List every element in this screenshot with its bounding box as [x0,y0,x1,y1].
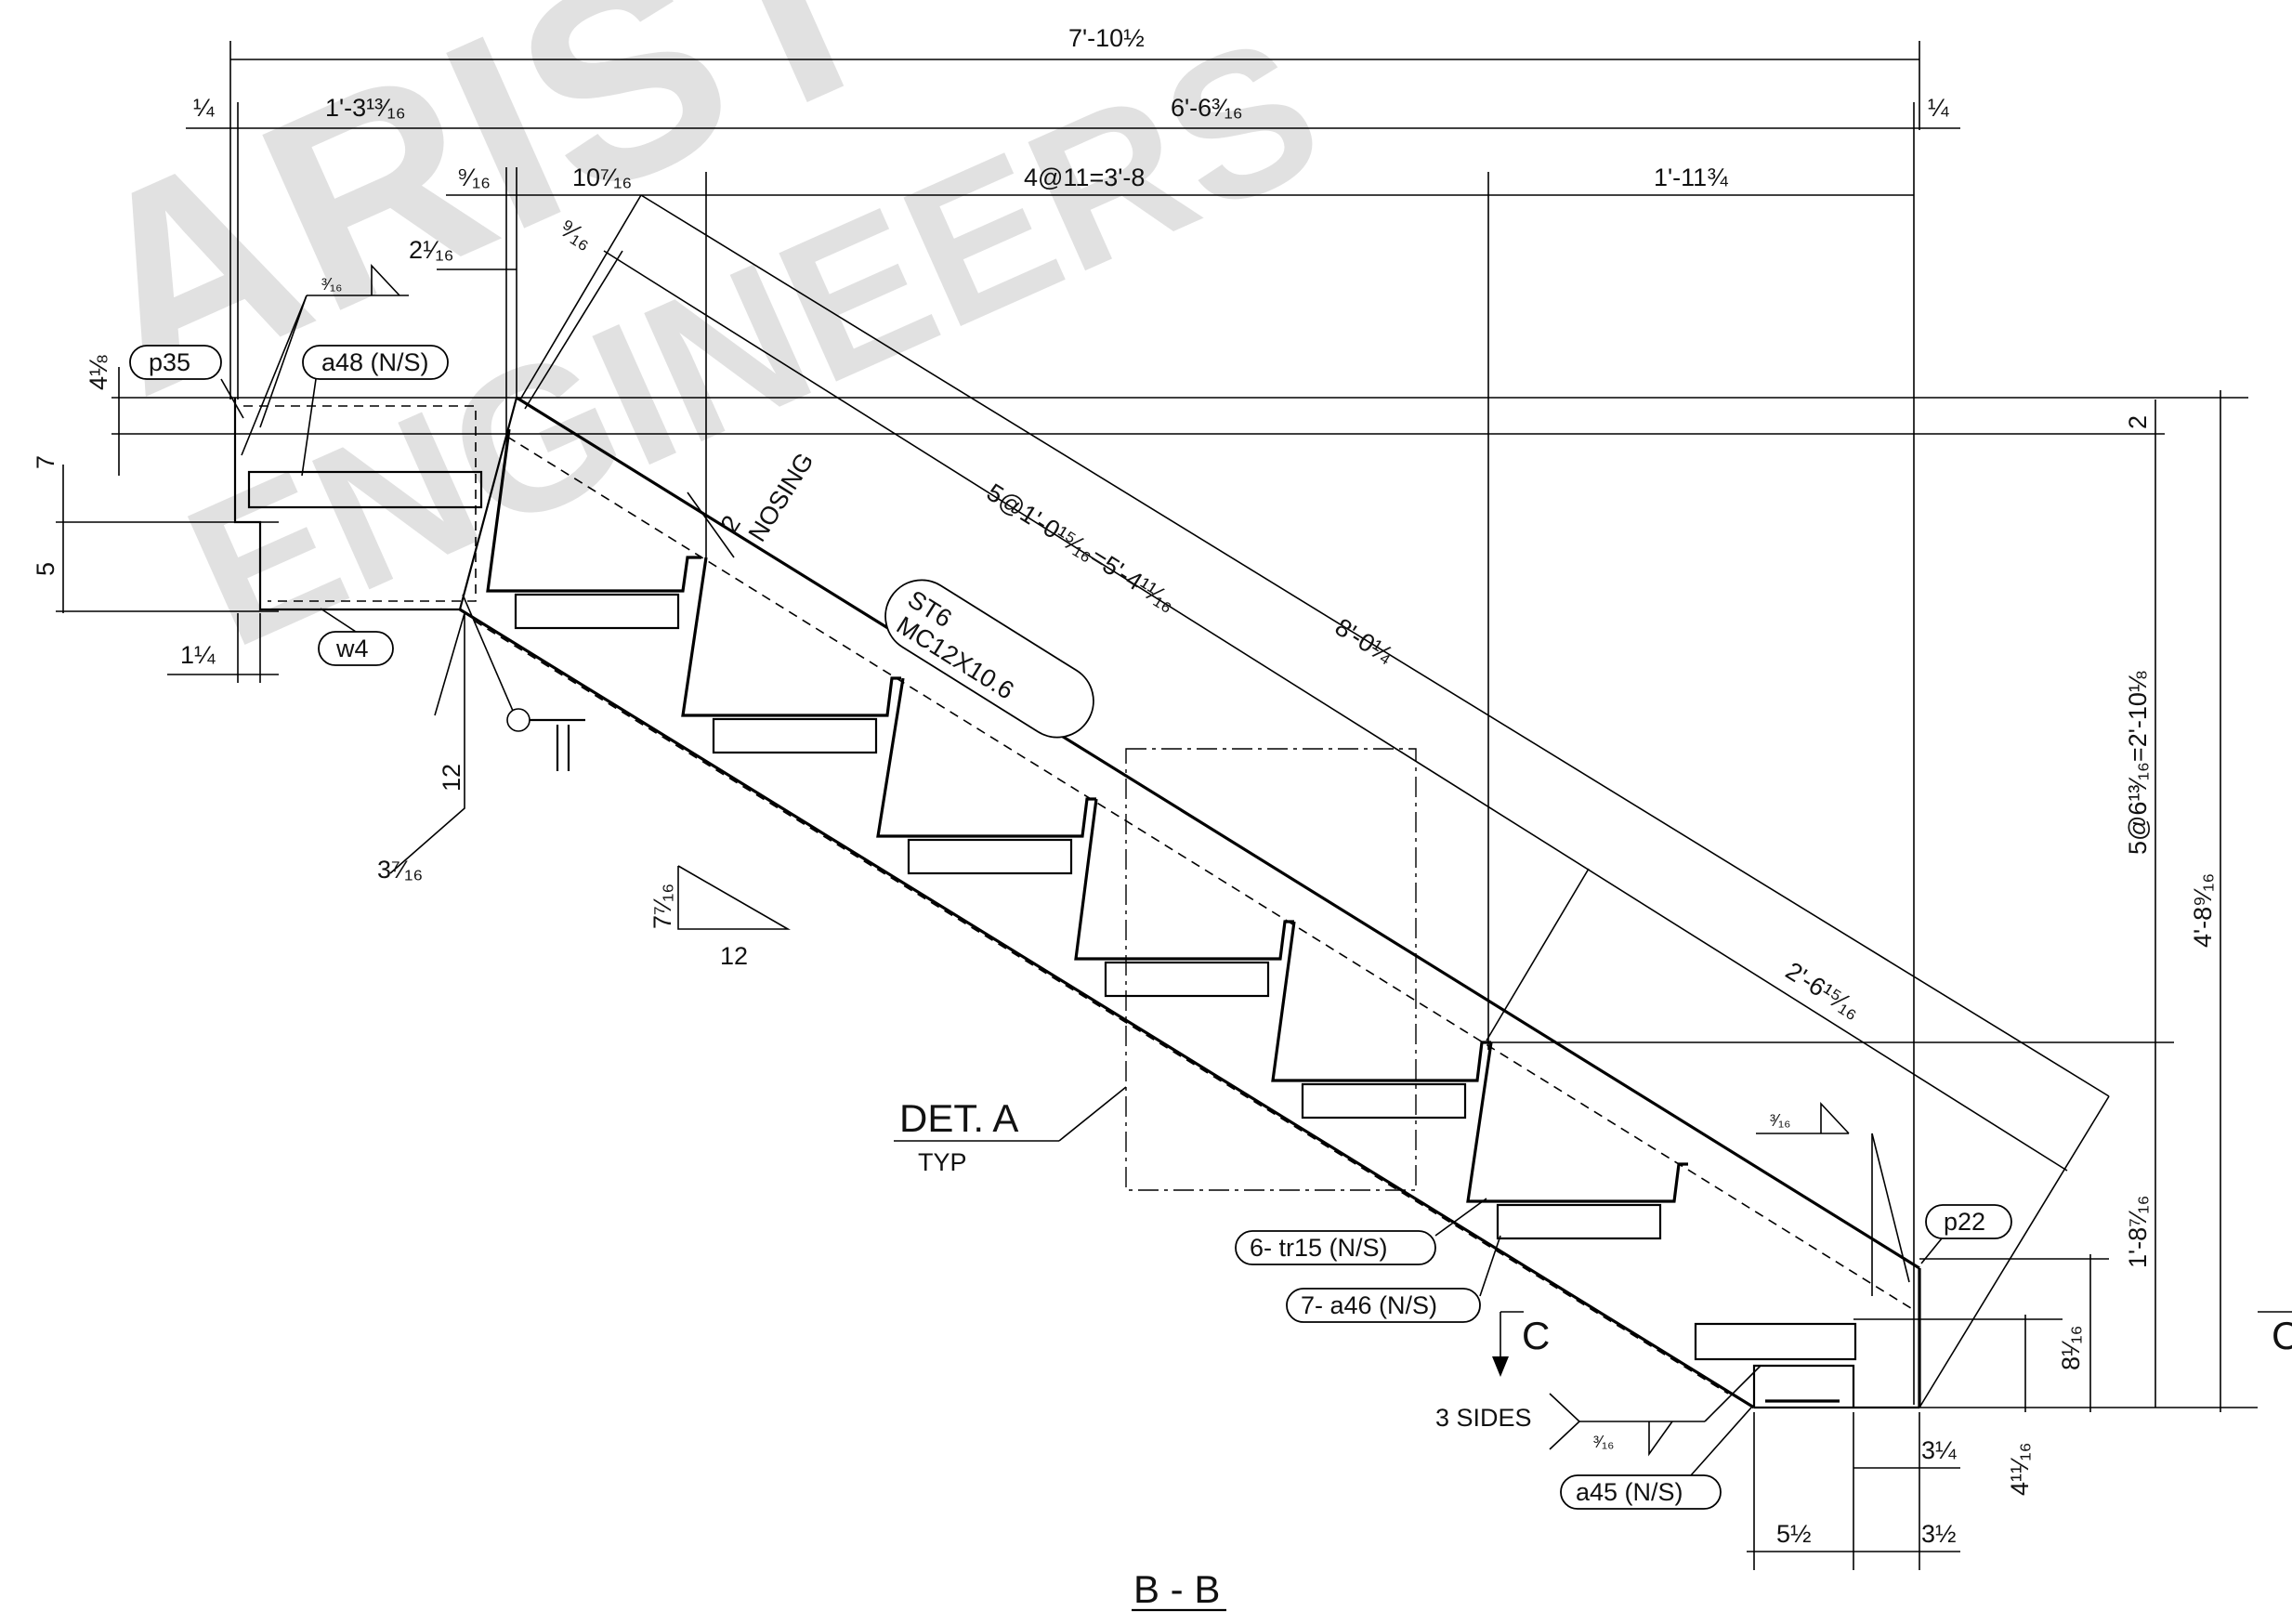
tag-a45-text: a45 (N/S) [1576,1478,1683,1506]
dim-ten716: 10⁷⁄₁₆ [572,164,632,191]
dim-five: 5 [32,562,59,576]
weld-symbol-top: ³⁄₁₆ [241,263,409,456]
slope-triangle-lower: 7⁷⁄₁₆ 12 [648,865,791,970]
dim-slope-run: 12 [720,942,748,970]
tag-w4-text: w4 [335,635,369,662]
dim-nine16: ⁹⁄₁₆ [457,164,491,191]
treads [486,428,1688,1240]
section-cut-c: C C [1492,1311,2292,1377]
dim-run: 6'-6³⁄₁₆ [1171,94,1243,122]
tag-p35: p35 [129,345,244,419]
right-dimensions: 2 5@6¹³⁄₁₆=2'-10⅛ 4'-8⁹⁄₁₆ 1'-8⁷⁄₁₆ 8¹⁄₁… [1487,390,2258,1496]
tag-a48-text: a48 (N/S) [321,348,429,376]
tag-tr15: 6- tr15 (N/S) [1235,1198,1487,1265]
dim-two116: 2¹⁄₁₆ [409,236,454,264]
dim-four1116: 4¹¹⁄₁₆ [2006,1442,2034,1496]
dim-seg: 2'-6¹⁵⁄₁₆ [1781,957,1866,1025]
dim-height: 4'-8⁹⁄₁₆ [2189,873,2217,948]
slope-triangle-upper: 12 3⁷⁄₁₆ [377,594,585,884]
dim-four18: 4⅛ [85,355,112,390]
dim-twelve: 12 [438,764,465,792]
tag-a46-text: 7- a46 (N/S) [1301,1291,1437,1319]
top-dimensions: 7'-10½ ¼ 1'-3¹³⁄₁₆ 6'-6³⁄₁₆ ¼ ⁹⁄₁₆ 10⁷⁄₁… [186,24,1960,1405]
section-title-text: B - B [1133,1567,1220,1611]
dim-lower: 1'-8⁷⁄₁₆ [2124,1196,2152,1268]
tag-p22: p22 [1920,1204,2012,1264]
dim-eight116: 8¹⁄₁₆ [2057,1325,2085,1370]
tag-w4: w4 [318,608,394,666]
tag-p35-text: p35 [149,348,190,376]
weld-symbol-right: ³⁄₁₆ [1756,1101,1910,1296]
dim-seven: 7 [32,455,59,469]
dim-top-2: 2 [2124,415,2152,429]
weld-size-right: ³⁄₁₆ [1770,1111,1790,1130]
dim-three12: 3½ [1921,1520,1957,1548]
top-landing: 4⅛ 7 5 1¼ [32,355,2248,683]
bottom-base [1694,1095,2110,1408]
detail-a-label: DET. A [899,1096,1018,1140]
detail-a-callout: DET. A TYP [894,748,1417,1191]
tag-a48: a48 (N/S) [301,345,449,477]
dim-slope-rise: 7⁷⁄₁₆ [648,884,676,929]
dim-overall: 7'-10½ [1068,24,1145,52]
dim-risers: 5@1'-0¹⁵⁄₁₆=5'-4¹¹⁄₁₆ [982,478,1181,617]
tag-a45: a45 (N/S) [1560,1407,1752,1510]
weld-size-bottom: ³⁄₁₆ [1593,1433,1614,1451]
dim-treads: 4@11=3'-8 [1024,164,1145,191]
weld-symbol-bottom: 3 SIDES ³⁄₁₆ [1435,1365,1762,1457]
weld-size-top: ³⁄₁₆ [321,275,342,294]
tag-st6: ST6 MC12X10.6 [884,579,1094,739]
tag-p22-text: p22 [1944,1208,1985,1236]
dim-five12: 5½ [1776,1520,1812,1548]
tag-a46: 7- a46 (N/S) [1286,1235,1501,1323]
dim-left-quarter: ¼ [193,94,215,122]
dim-stringer-len: 8'-0¼ [1330,613,1398,670]
dim-landing: 1'-3¹³⁄₁₆ [325,94,406,122]
dim-last: 1'-11¾ [1654,164,1728,191]
bottom-dimensions: 3¼ 5½ 3½ [1747,1412,1960,1570]
dim-right-quarter: ¼ [1928,94,1949,122]
dim-three14: 3¼ [1921,1436,1957,1464]
label-three-sides: 3 SIDES [1435,1404,1532,1432]
tag-tr15-text: 6- tr15 (N/S) [1250,1234,1388,1262]
section-cut-letter-right: C [2272,1314,2292,1357]
detail-a-sub: TYP [918,1148,967,1176]
dim-nosing-2: 2 [715,511,746,538]
dim-one14: 1¼ [180,641,216,669]
section-title: B - B [1132,1567,1226,1612]
dim-three716: 3⁷⁄₁₆ [377,856,423,884]
section-cut-letter: C [1522,1314,1550,1357]
dim-rise-total: 5@6¹³⁄₁₆=2'-10⅛ [2124,671,2152,855]
